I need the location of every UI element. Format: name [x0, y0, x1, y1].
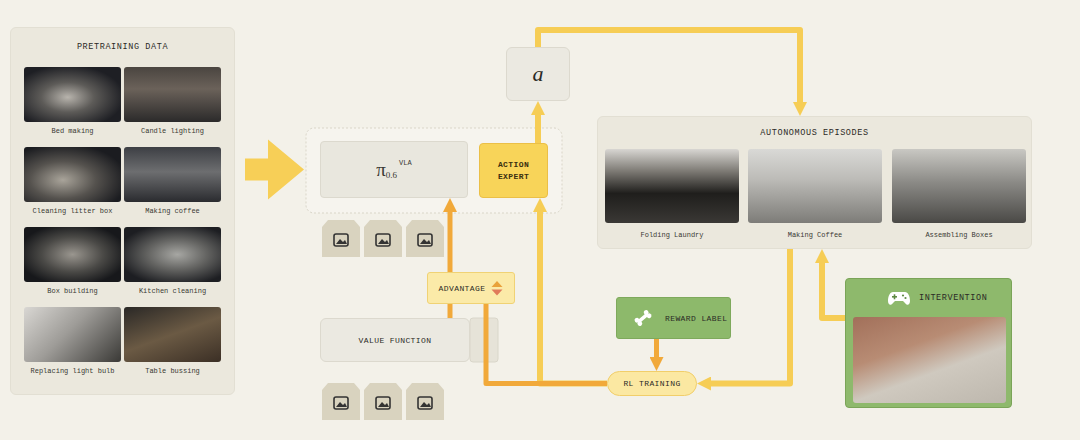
image-tile: Table bussing	[124, 307, 221, 383]
image-caption: Kitchen cleaning	[124, 287, 221, 295]
photo	[124, 67, 221, 122]
flow-arrow	[486, 304, 607, 384]
process-box: ADVANTAGE	[427, 272, 515, 304]
process-box: REWARD LABEL	[616, 297, 731, 339]
image-tile: Candle lighting	[124, 67, 221, 143]
photo	[605, 149, 739, 223]
icon	[491, 281, 503, 296]
box-label: INTERVENTION	[846, 279, 1011, 303]
photo	[124, 307, 221, 362]
image-tile: Box building	[24, 227, 121, 303]
box-label: RL TRAINING	[623, 379, 680, 388]
image-tile: Folding Laundry	[605, 149, 739, 244]
process-box: ACTION EXPERT	[479, 143, 548, 198]
photo	[748, 149, 882, 223]
process-box: π0.6VLA	[320, 141, 468, 198]
process-box: INTERVENTION	[845, 278, 1012, 408]
photo	[124, 227, 221, 282]
box-label: ACTION EXPERT	[484, 159, 543, 183]
box-label: 0.6	[386, 170, 397, 180]
icon	[633, 308, 653, 328]
photo	[853, 317, 1006, 403]
image-tile: Cleaning litter box	[24, 147, 121, 223]
image-token	[322, 383, 360, 420]
box-label: ADVANTAGE	[439, 284, 486, 293]
flow-arrow	[822, 259, 845, 318]
flow-arrow	[538, 30, 800, 106]
box-label: π	[376, 159, 386, 181]
flow-arrow	[448, 208, 453, 272]
image-tile: Making coffee	[124, 147, 221, 223]
image-caption: Bed making	[24, 127, 121, 135]
flow-arrow	[535, 111, 541, 143]
image-caption: Folding Laundry	[605, 231, 739, 239]
photo	[24, 147, 121, 202]
photo	[24, 307, 121, 362]
box-label: VALUE FUNCTION	[359, 336, 432, 345]
process-box: RL TRAINING	[607, 371, 697, 396]
box-label: REWARD LABEL	[665, 314, 727, 323]
image-tile: Kitchen cleaning	[124, 227, 221, 303]
photo	[24, 227, 121, 282]
image-caption: Replacing light bulb	[24, 367, 121, 375]
group-panel: Folding Laundry Making Coffee Assembling B…	[597, 116, 1032, 249]
image-caption: Making coffee	[124, 207, 221, 215]
image-caption: Assembling Boxes	[892, 231, 1026, 239]
image-tile: Making Coffee	[748, 149, 882, 244]
process-box: VALUE FUNCTION	[320, 318, 470, 362]
image-token	[364, 220, 402, 257]
image-tile: Assembling Boxes	[892, 149, 1026, 244]
image-caption: Candle lighting	[124, 127, 221, 135]
photo	[24, 67, 121, 122]
box-label: AUTONOMOUS EPISODES	[598, 117, 1031, 138]
box-label: PRETRAINING DATA	[11, 28, 234, 52]
image-token	[406, 383, 444, 420]
flow-arrow	[245, 140, 304, 200]
model-frame	[306, 128, 562, 213]
group-panel: Bed makingCandle lightingCleaning litter…	[10, 27, 235, 395]
icon	[888, 290, 910, 306]
image-caption: Box building	[24, 287, 121, 295]
flow-arrow	[654, 339, 659, 361]
image-token	[364, 383, 402, 420]
image-caption: Table bussing	[124, 367, 221, 375]
box-label: a	[533, 61, 544, 87]
image-caption: Making Coffee	[748, 231, 882, 239]
photo	[124, 147, 221, 202]
flow-arrow	[448, 304, 453, 318]
box-label: VLA	[399, 159, 412, 167]
image-tile: Replacing light bulb	[24, 307, 121, 383]
image-token	[406, 220, 444, 257]
image-tile: Bed making	[24, 67, 121, 143]
process-box: a	[506, 47, 570, 101]
image-token	[322, 220, 360, 257]
photo	[892, 149, 1026, 223]
image-caption: Cleaning litter box	[24, 207, 121, 215]
